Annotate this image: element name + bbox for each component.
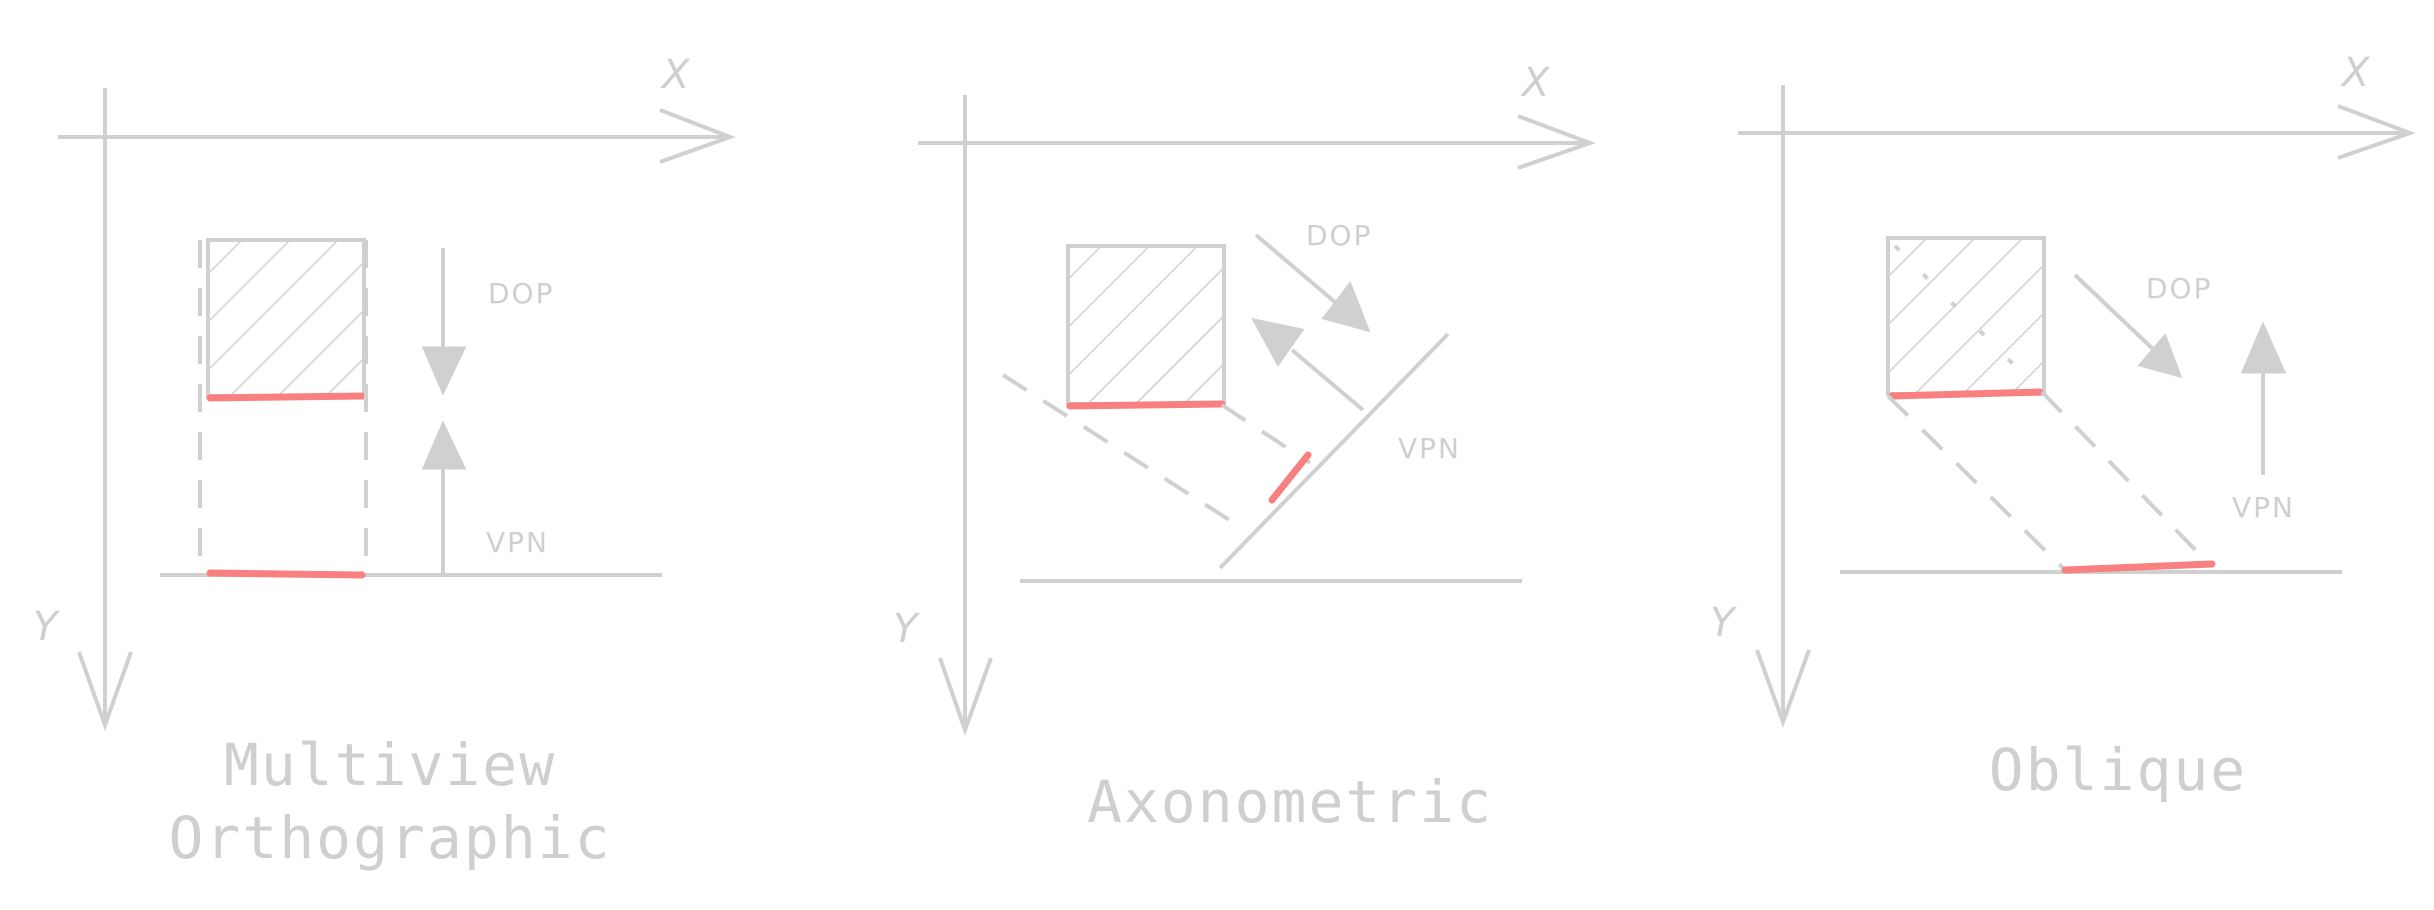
vpn-arrow-shaft [1290,348,1365,412]
panel-oblique: X Y DOP VPN Oblique [1710,50,2416,804]
dop-arrow-shaft [1254,233,1338,305]
object-square [1886,236,2046,396]
vpn-label: VPN [2232,491,2295,524]
x-axis-arrowhead [1517,114,1596,170]
dop-label: DOP [2146,272,2212,305]
y-axis-label: Y [1710,600,1738,646]
caption-line-1: Axonometric [1087,768,1493,836]
panel-multiview-orthographic: X Y DOP VPN Multiview Orthographic [33,52,736,872]
vpn-arrowhead [1251,317,1305,367]
y-axis-arrowhead [938,657,993,736]
dop-arrow-shaft [2073,273,2156,352]
object-square [206,238,366,398]
dop-arrowhead [421,346,467,396]
dop-label: DOP [488,277,554,310]
vpn-arrowhead [421,420,467,470]
projector-line-right [2040,390,2212,567]
projected-edge [1268,451,1312,504]
dop-arrowhead [2137,333,2183,379]
caption-line-1: Oblique [1989,736,2247,804]
y-axis-arrowhead [1755,649,1811,728]
x-axis-arrowhead [2337,104,2416,160]
dop-arrowhead [1321,280,1371,333]
panel-axonometric: X Y DOP VPN Axonometric [893,60,1596,836]
projector-line-left [1886,394,2067,572]
x-axis-label: X [1520,60,1551,106]
caption-line-1: Multiview [224,731,556,799]
x-axis-label: X [660,52,691,98]
vpn-label: VPN [1398,432,1461,465]
projector-line-right [1220,403,1312,465]
object-square [1066,244,1226,406]
y-axis-label: Y [33,604,61,650]
vpn-label: VPN [486,526,549,559]
x-axis-label: X [2340,50,2371,96]
y-axis-arrowhead [77,651,133,731]
x-axis-arrowhead [659,108,736,164]
object-bottom-edge [1066,400,1226,410]
receding-edge-marks [1893,244,2037,388]
y-axis-label: Y [893,606,921,652]
object-bottom-edge [1888,388,2044,400]
object-bottom-edge [206,392,368,402]
dop-label: DOP [1306,219,1372,252]
projected-edge [2061,560,2216,574]
vpn-arrowhead [2240,321,2287,374]
caption-line-2: Orthographic [168,804,611,872]
projection-plane [1218,332,1450,570]
projected-edge [206,569,366,579]
